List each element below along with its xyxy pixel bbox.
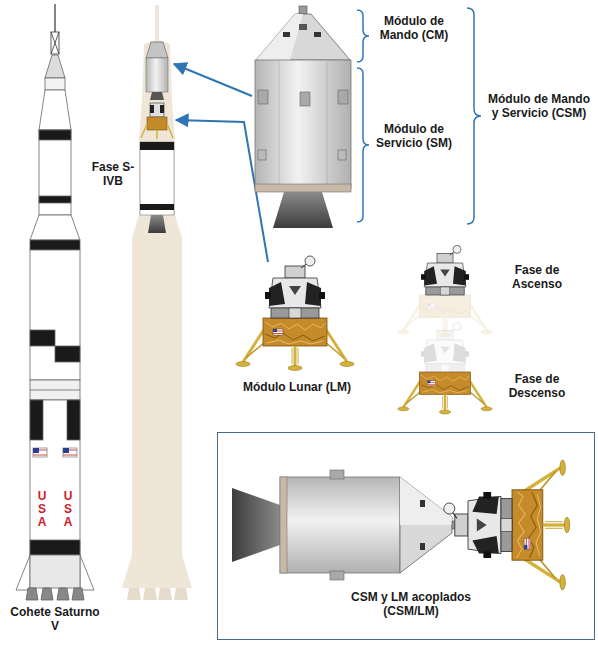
cutaway-rocket	[122, 5, 192, 600]
part-label: Módulo de Servicio (SM)	[369, 122, 459, 151]
descent-stage	[398, 322, 492, 414]
ascent-stage	[398, 245, 492, 337]
panel-caption: CSM y LM acoplados (CSM/LM)	[341, 590, 481, 619]
docked-csm-lm	[232, 460, 570, 590]
part-label: Módulo de Mando (CM)	[369, 14, 459, 43]
rocket-marking: USA	[36, 490, 48, 530]
inset-panel: CSM y LM acoplados (CSM/LM)	[217, 432, 595, 640]
pointer-arrows	[174, 64, 268, 262]
rocket-label: Cohete Saturno V	[5, 605, 105, 634]
brackets	[357, 8, 481, 224]
saturn-v-rocket	[16, 4, 94, 600]
part-label: Módulo Lunar (LM)	[242, 380, 352, 394]
stage-label: Fase de Descenso	[497, 372, 577, 401]
rocket-marking: USA	[62, 490, 74, 530]
csm-illustration	[255, 6, 351, 228]
stage-label: Fase S-IVB	[90, 160, 136, 189]
stage-label: Fase de Ascenso	[497, 263, 577, 292]
part-label: Módulo de Mando y Servicio (CSM)	[484, 92, 594, 121]
lunar-module	[236, 256, 354, 371]
